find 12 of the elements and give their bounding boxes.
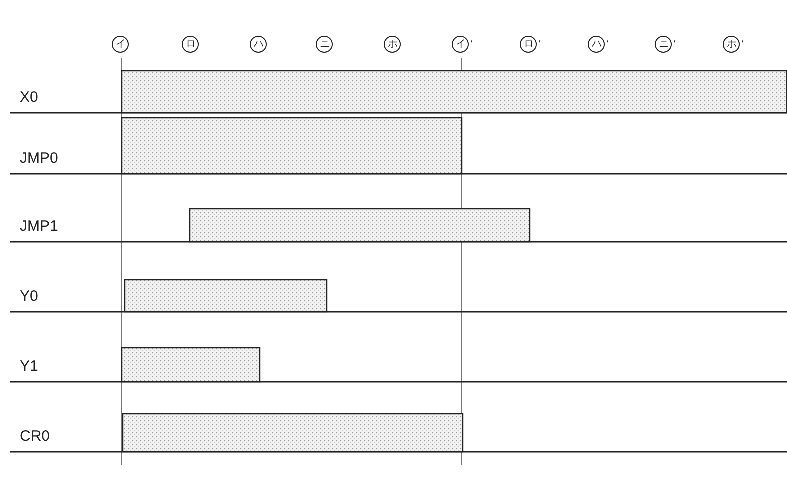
signal-name: CR0 [20,428,50,445]
signal-pulse [121,70,787,114]
signal-pulse [121,347,261,383]
signal-name: X0 [20,89,38,106]
signal-pulse [121,117,463,175]
signal-pulse [124,279,328,313]
signal-name: JMP1 [20,218,58,235]
signal-pulse [189,208,531,243]
signal-name: Y1 [20,358,38,375]
signal-pulse [122,413,464,453]
signal-name: Y0 [20,288,38,305]
signal-name: JMP0 [20,150,58,167]
